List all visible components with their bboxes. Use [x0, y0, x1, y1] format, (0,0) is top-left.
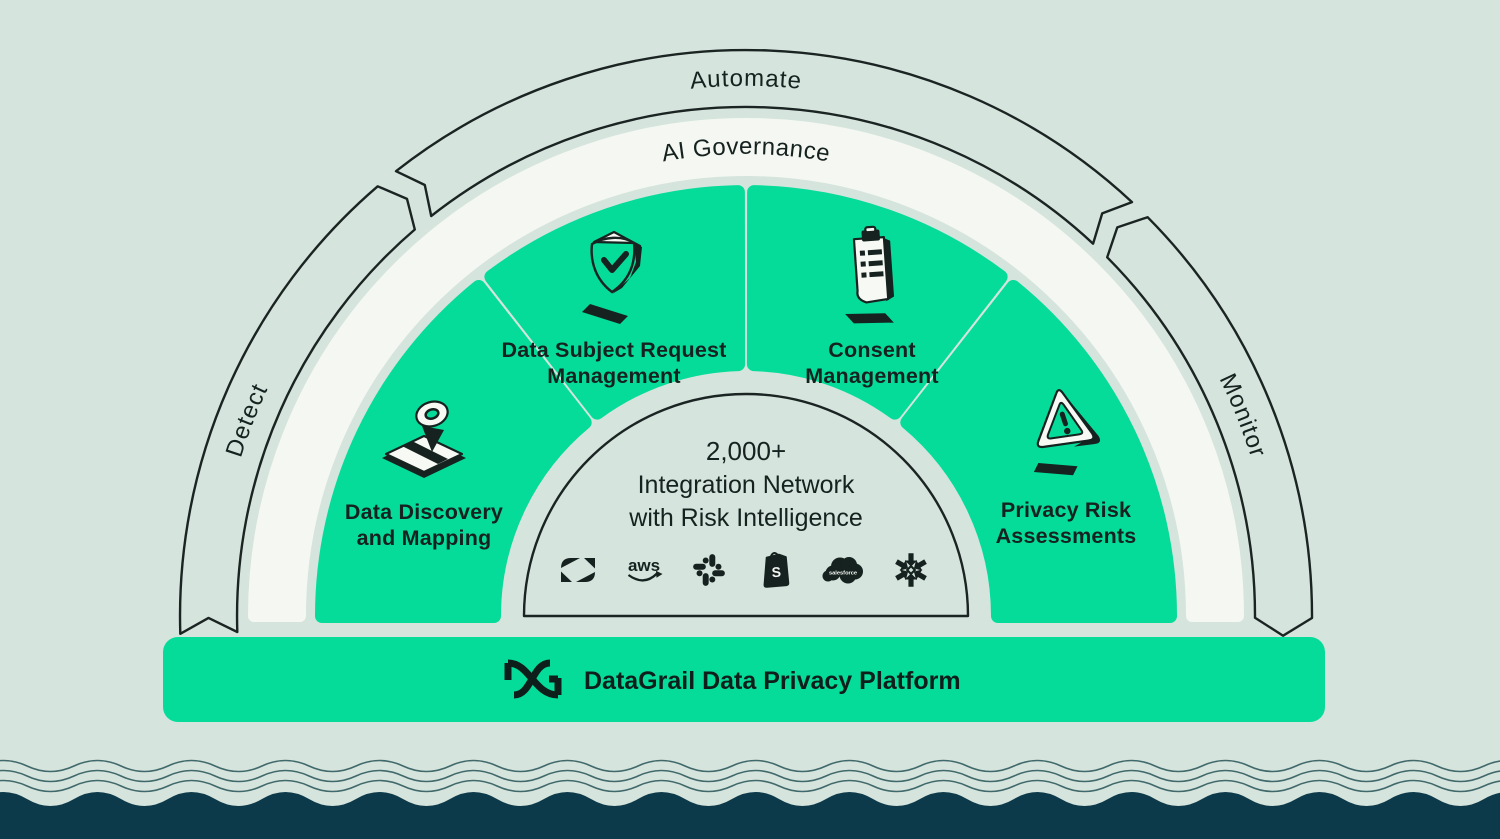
datagrail-logo — [504, 659, 562, 699]
wave-footer — [0, 759, 1500, 839]
shield-check-icon — [582, 230, 642, 324]
zendesk-logo — [561, 558, 595, 582]
segment-label: Data Subject Request — [501, 338, 726, 362]
slack-logo — [693, 554, 725, 586]
integration-title: Integration Network — [638, 471, 855, 499]
integration-dome — [522, 392, 970, 618]
wave-line — [0, 759, 1500, 773]
platform-bar-label: DataGrail Data Privacy Platform — [584, 667, 961, 695]
ocean-band — [0, 792, 1500, 839]
clipboard-checklist-icon — [845, 225, 895, 324]
ribbon-label-automate: Automate — [689, 65, 803, 95]
segment-label: Consent — [828, 338, 915, 362]
svg-text:salesforce: salesforce — [829, 571, 857, 577]
svg-text:S: S — [771, 564, 781, 581]
segment-label: and Mapping — [357, 526, 492, 550]
snowflake-logo — [895, 553, 927, 587]
aws-logo: aws — [627, 556, 663, 582]
map-pin-icon — [382, 400, 466, 478]
segment-label: Data Discovery — [345, 500, 503, 524]
segment-privacy-risk — [900, 280, 1177, 623]
warning-triangle-icon — [1033, 389, 1101, 476]
segment-label: Privacy Risk — [1001, 498, 1131, 522]
segment-label: Management — [805, 364, 938, 388]
ai-governance-band — [248, 118, 1244, 622]
wave-line — [0, 779, 1500, 793]
integration-count: 2,000+ — [706, 436, 786, 466]
ribbon-detect — [178, 185, 416, 635]
shopify-logo: S — [763, 552, 790, 588]
integration-subtitle: with Risk Intelligence — [628, 504, 862, 532]
svg-text:aws: aws — [628, 556, 660, 575]
ribbon-automate — [394, 48, 1134, 245]
salesforce-logo: salesforce — [822, 557, 863, 584]
segment-data-subject-request — [484, 185, 746, 420]
segment-label: Management — [547, 364, 680, 388]
segment-label: Assessments — [996, 524, 1137, 548]
platform-bar — [163, 637, 1325, 722]
wave-line — [0, 769, 1500, 783]
ribbon-monitor — [1106, 216, 1314, 637]
segment-consent-management — [746, 185, 1008, 420]
